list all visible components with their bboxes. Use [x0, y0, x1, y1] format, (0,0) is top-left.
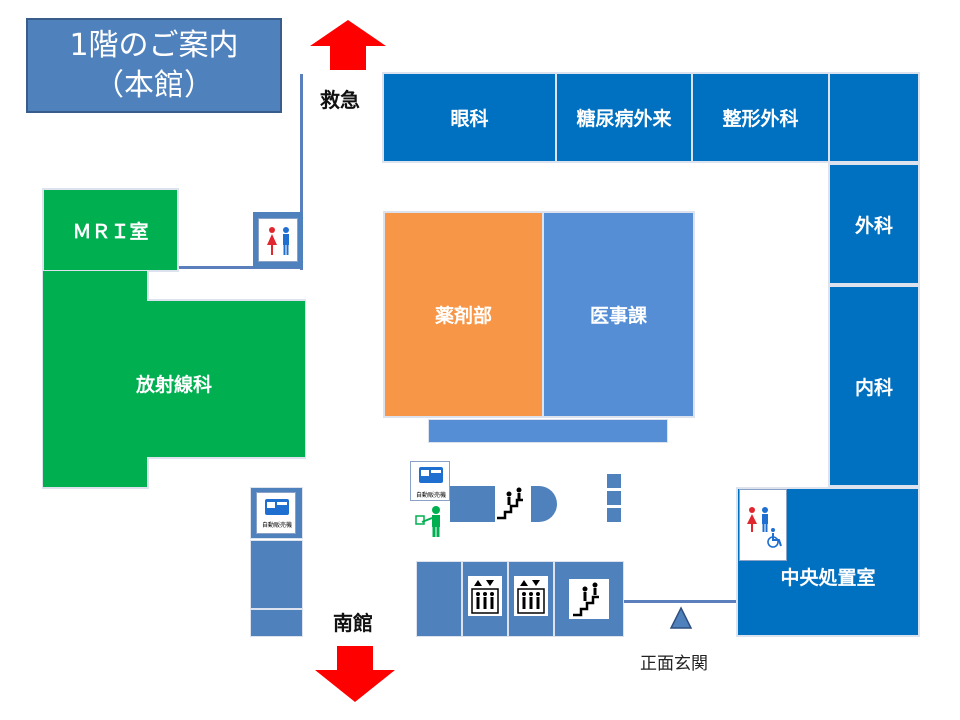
room-surgery[interactable]: 外科 [828, 163, 920, 285]
elevator-2[interactable] [508, 561, 554, 637]
title-line-2: （本館） [94, 68, 214, 103]
vending-machine-icon [265, 499, 289, 515]
room-surgery-label: 外科 [854, 214, 893, 237]
room-corner-block [828, 72, 920, 163]
room-radiology[interactable] [42, 270, 306, 490]
room-medical-affairs[interactable]: 医事課 [542, 211, 695, 418]
vending-left-frame: 自動販売機 [256, 492, 296, 534]
vending-left-label: 自動販売機 [261, 522, 292, 529]
room-internal-medicine-label: 内科 [854, 376, 893, 399]
escalator-end-cap [531, 486, 557, 522]
corridor-line-mri [177, 266, 303, 269]
emergency-label: 救急 [320, 88, 360, 112]
room-mri-label: ＭＲＩ室 [72, 220, 149, 243]
room-mri[interactable]: ＭＲＩ室 [42, 188, 179, 272]
main-entrance-label: 正面玄関 [640, 654, 708, 674]
escalator-block [450, 486, 496, 522]
pillar-1 [607, 474, 621, 488]
room-ophthalmology[interactable]: 眼科 [382, 72, 557, 163]
escalator-bottom[interactable] [554, 561, 624, 637]
pillar-3 [607, 508, 621, 522]
accessible-toilet-icon [747, 507, 782, 548]
elevator-icon [514, 576, 548, 616]
toilet-left-frame [258, 218, 298, 262]
floor-guide-title: 1階のご案内 （本館） [26, 18, 282, 113]
room-radiology-label: 放射線科 [135, 374, 212, 396]
room-orthopedics[interactable]: 整形外科 [691, 72, 830, 163]
room-orthopedics-label: 整形外科 [722, 108, 799, 130]
accessible-toilet[interactable] [739, 489, 787, 561]
vending-center[interactable]: 自動販売機 [410, 461, 450, 501]
escalator-icon [497, 487, 523, 520]
room-diabetes-clinic[interactable]: 糖尿病外来 [555, 72, 693, 163]
arrow-down-icon [315, 646, 395, 702]
counter-block [428, 419, 668, 443]
room-internal-medicine[interactable]: 内科 [828, 285, 920, 487]
corridor-line-entrance [624, 600, 738, 603]
south-wing-label: 南館 [333, 611, 373, 635]
escalator-icon [569, 579, 609, 619]
vending-area-left[interactable]: 自動販売機 [250, 487, 303, 539]
escalator-center[interactable] [495, 486, 531, 522]
person-icon [415, 506, 440, 537]
room-diabetes-clinic-label: 糖尿病外来 [576, 108, 672, 130]
entrance-marker-icon [669, 606, 693, 629]
left-corridor-block-2 [250, 609, 303, 637]
room-ophthalmology-label: 眼科 [450, 108, 489, 130]
room-pharmacy-label: 薬剤部 [434, 305, 492, 327]
title-line-1: 1階のご案内 [69, 28, 239, 63]
vending-center-label: 自動販売機 [415, 492, 446, 499]
toilet-icon [267, 227, 289, 255]
room-central-treatment-label: 中央処置室 [780, 567, 876, 589]
toilet-left[interactable] [253, 212, 303, 268]
corridor-line-vertical [300, 74, 303, 270]
room-pharmacy[interactable]: 薬剤部 [383, 211, 544, 418]
elevator-icon [468, 576, 502, 616]
hall-block-1 [416, 561, 462, 637]
arrow-up-icon [310, 20, 386, 70]
vending-machine-icon-center [419, 467, 443, 483]
room-medical-affairs-label: 医事課 [589, 305, 647, 327]
left-corridor-block-1 [250, 540, 303, 609]
pillar-2 [607, 491, 621, 505]
elevator-1[interactable] [462, 561, 508, 637]
